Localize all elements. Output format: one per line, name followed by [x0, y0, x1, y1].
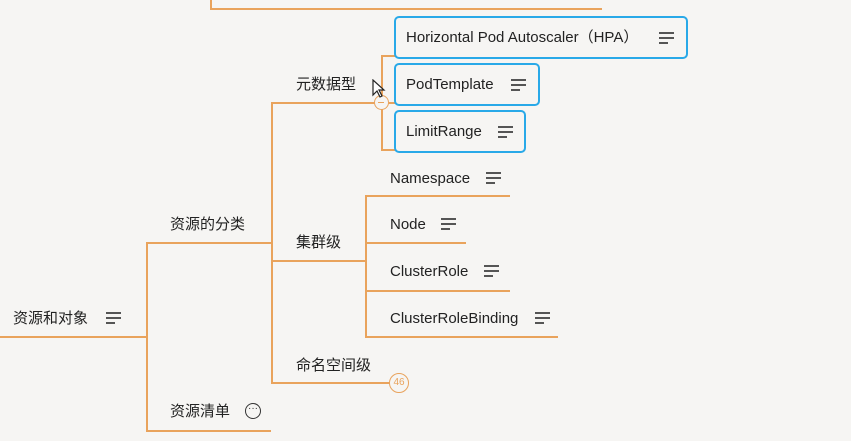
node-manifest[interactable]: 资源清单	[170, 403, 231, 420]
connector	[381, 55, 396, 57]
connector	[146, 242, 148, 431]
more-icon[interactable]: ···	[245, 403, 261, 419]
node-cluster[interactable]: 集群级	[296, 234, 342, 251]
node-hpa[interactable]: Horizontal Pod Autoscaler（HPA）	[394, 16, 688, 59]
connector	[381, 149, 396, 151]
connector	[271, 102, 273, 383]
connector	[271, 102, 382, 104]
connector	[271, 260, 366, 262]
node-namespaced[interactable]: 命名空间级	[296, 357, 372, 374]
connector	[365, 195, 510, 197]
node-label: Horizontal Pod Autoscaler（HPA）	[406, 29, 639, 46]
node-limitrange[interactable]: LimitRange	[394, 110, 526, 153]
notes-icon[interactable]	[659, 32, 674, 44]
notes-icon[interactable]	[498, 126, 513, 138]
node-label: PodTemplate	[406, 76, 494, 93]
node-podtemplate[interactable]: PodTemplate	[394, 63, 540, 106]
notes-icon[interactable]	[441, 218, 456, 230]
node-metadata[interactable]: 元数据型	[296, 76, 357, 93]
root-node[interactable]: 资源和对象	[13, 310, 89, 327]
node-label: LimitRange	[406, 123, 482, 140]
notes-icon[interactable]	[484, 265, 499, 277]
node-node[interactable]: Node	[390, 216, 426, 233]
connector	[365, 195, 367, 337]
notes-icon[interactable]	[106, 312, 121, 324]
connector	[365, 290, 510, 292]
connector	[210, 0, 212, 9]
connector	[365, 242, 466, 244]
node-clusterrole[interactable]: ClusterRole	[390, 263, 469, 280]
mouse-cursor-icon	[372, 79, 386, 98]
notes-icon[interactable]	[486, 172, 501, 184]
node-clusterrolebinding[interactable]: ClusterRoleBinding	[390, 310, 519, 327]
connector	[146, 430, 271, 432]
connector	[146, 242, 272, 244]
collapsed-count-badge[interactable]: 46	[389, 373, 409, 393]
node-classification[interactable]: 资源的分类	[170, 216, 246, 233]
notes-icon[interactable]	[535, 312, 550, 324]
notes-icon[interactable]	[511, 79, 526, 91]
connector	[210, 8, 602, 10]
node-namespace[interactable]: Namespace	[390, 170, 471, 187]
connector	[271, 382, 391, 384]
connector	[0, 336, 147, 338]
connector	[365, 336, 558, 338]
